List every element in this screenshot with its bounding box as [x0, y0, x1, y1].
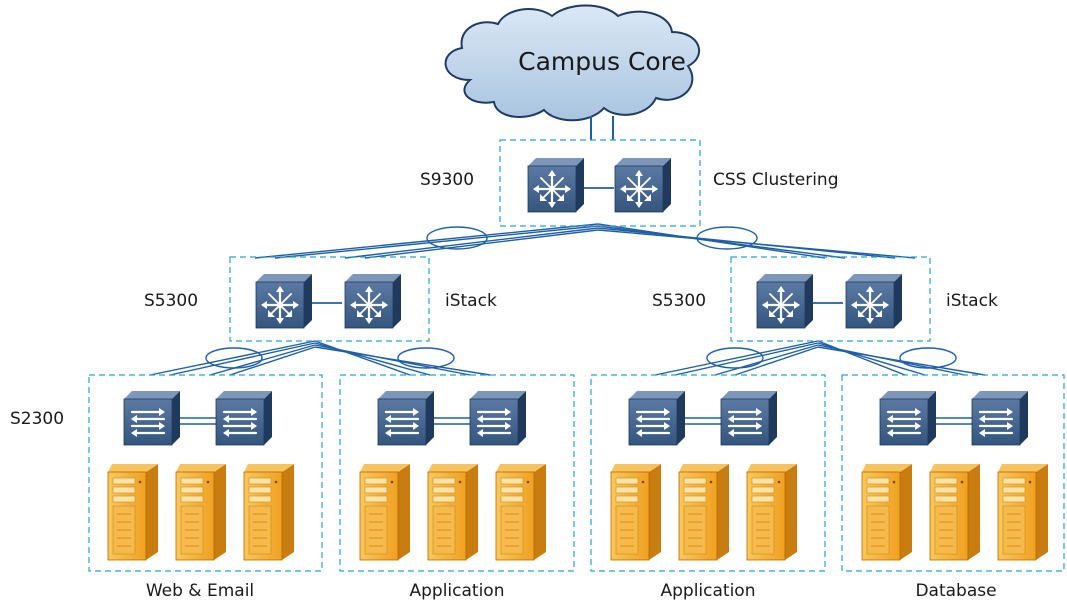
aggregation-switch-left-1-icon	[254, 272, 314, 330]
server-group-application-1	[359, 463, 547, 561]
server-icon	[997, 463, 1049, 561]
aggregation-stack-box-right	[730, 256, 931, 342]
core-to-aggregation-links	[254, 223, 916, 259]
core-switch-2-icon	[613, 156, 673, 214]
server-group-web-email	[107, 463, 295, 561]
access-zone-box-web-email	[88, 374, 323, 572]
server-group-database	[861, 463, 1049, 561]
access-switch-2a-icon	[376, 389, 436, 447]
cloud-label: Campus Core	[518, 47, 686, 76]
server-icon	[495, 463, 547, 561]
server-icon	[746, 463, 798, 561]
access-switch-4b-icon	[970, 389, 1030, 447]
campus-core-cloud: Campus Core	[444, 4, 700, 122]
access-zone-box-database	[841, 374, 1065, 572]
zone-label-web-email: Web & Email	[146, 581, 254, 601]
zone-label-application-2: Application	[661, 581, 756, 601]
access-switch-3b-icon	[719, 389, 779, 447]
access-switch-1a-icon	[122, 389, 182, 447]
aggregation-to-access-links-right	[654, 340, 986, 376]
aggregation-stack-right	[755, 272, 904, 330]
core-cluster-box	[499, 139, 701, 227]
aggregation-right-mode-label: iStack	[946, 291, 998, 311]
access-switch-pair-application-1	[376, 389, 528, 447]
access-switch-3a-icon	[627, 389, 687, 447]
server-icon	[175, 463, 227, 561]
server-icon	[243, 463, 295, 561]
zone-label-database: Database	[915, 581, 996, 601]
aggregation-stack-box-left	[229, 256, 430, 342]
core-uplinks	[590, 116, 614, 140]
server-icon	[861, 463, 913, 561]
aggregation-right-model-label: S5300	[652, 291, 706, 311]
access-switch-pair-database	[878, 389, 1030, 447]
server-icon	[678, 463, 730, 561]
aggregation-switch-left-2-icon	[343, 272, 403, 330]
core-model-label: S9300	[420, 170, 474, 190]
access-switch-pair-web-email	[122, 389, 274, 447]
server-group-application-2	[610, 463, 798, 561]
aggregation-to-access-links-left	[149, 340, 491, 376]
aggregation-left-mode-label: iStack	[445, 291, 497, 311]
aggregation-switch-right-2-icon	[844, 272, 904, 330]
server-icon	[107, 463, 159, 561]
access-zone-box-application-2	[590, 374, 826, 572]
server-icon	[359, 463, 411, 561]
access-model-label: S2300	[10, 409, 64, 429]
access-switch-1b-icon	[214, 389, 274, 447]
core-switch-1-icon	[526, 156, 586, 214]
server-icon	[929, 463, 981, 561]
access-switch-4a-icon	[878, 389, 938, 447]
core-switch-cluster	[526, 156, 673, 214]
access-switch-2b-icon	[468, 389, 528, 447]
aggregation-switch-right-1-icon	[755, 272, 815, 330]
core-mode-label: CSS Clustering	[713, 170, 838, 190]
server-icon	[610, 463, 662, 561]
aggregation-stack-left	[254, 272, 403, 330]
server-icon	[427, 463, 479, 561]
aggregation-left-model-label: S5300	[144, 291, 198, 311]
zone-label-application-1: Application	[410, 581, 505, 601]
access-switch-pair-application-2	[627, 389, 779, 447]
access-zone-box-application-1	[339, 374, 575, 572]
